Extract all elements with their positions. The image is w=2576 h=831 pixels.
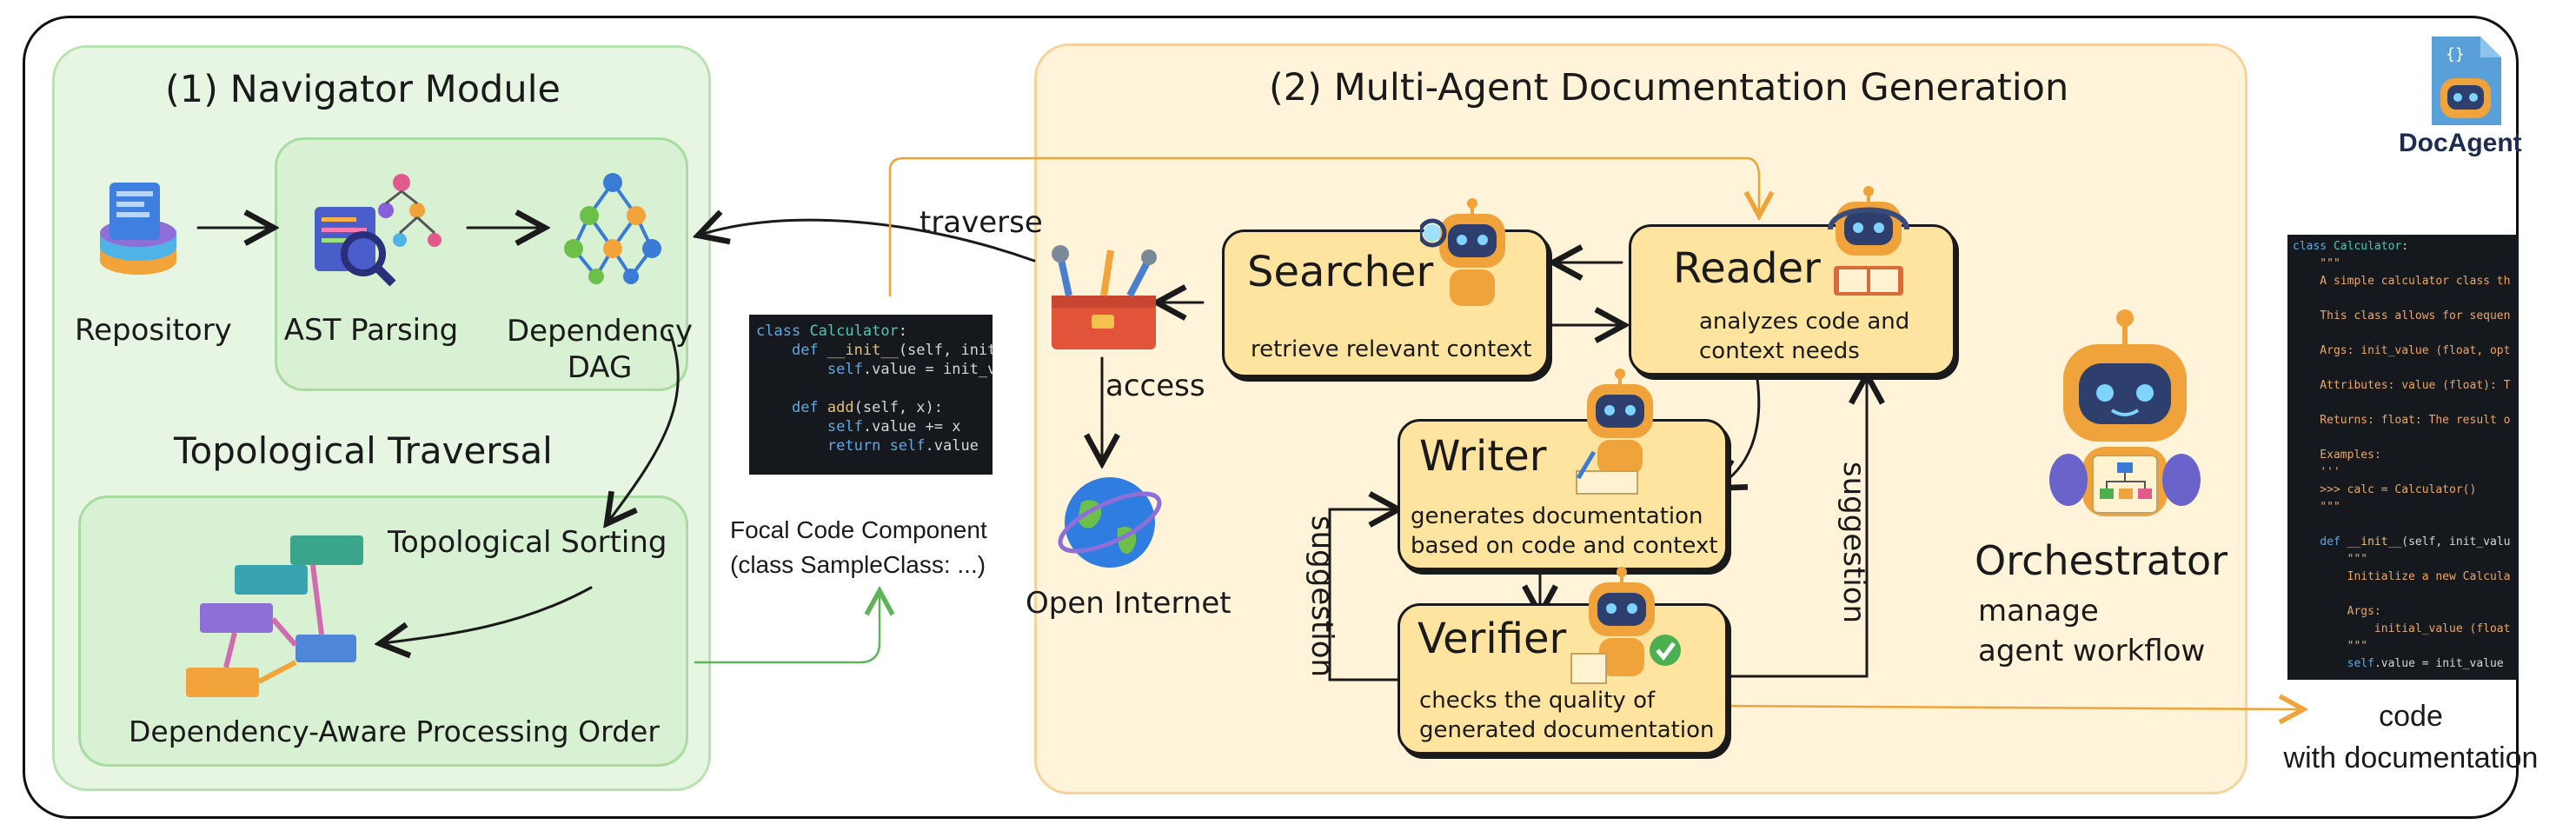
focal-code-line: def __init__(self, init <box>791 342 993 359</box>
output-code-line <box>2293 586 2519 603</box>
repository-label: Repository <box>75 313 232 348</box>
focal-code-block: class Calculator: def __init__(self, ini… <box>749 315 993 475</box>
dependency-dag-label: Dependency DAG <box>504 313 695 386</box>
output-code-line <box>2293 290 2519 308</box>
output-code-line: """ <box>2293 501 2340 514</box>
output-label-line1: code <box>2379 700 2443 733</box>
output-code-line: Attributes: value (float): T <box>2293 379 2511 392</box>
open-internet-label: Open Internet <box>1026 586 1232 621</box>
output-code-line: >>> calc = Calculator() <box>2293 483 2477 496</box>
docagent-robot-icon: {} <box>2427 33 2505 129</box>
repository-icon <box>97 177 179 282</box>
traverse-label: traverse <box>920 205 1043 240</box>
arrow-orange-top <box>888 156 1759 297</box>
verifier-desc: checks the quality of generated document… <box>1419 686 1714 745</box>
focal-label: Focal Code Component (class SampleClass:… <box>730 513 1026 582</box>
dependency-dag-icon <box>561 170 664 285</box>
focal-code-line: class Calculator: <box>756 322 908 340</box>
writer-box: Writer generates documentation based on … <box>1398 419 1728 570</box>
output-code-line: class Calculator: <box>2293 240 2409 253</box>
verifier-name: Verifier <box>1417 615 1567 663</box>
arrow-verifier-writer <box>1328 509 1399 681</box>
ast-parsing-label: AST Parsing <box>283 313 459 348</box>
output-code-line: Args: init_value (float, opt <box>2293 344 2511 357</box>
focal-code-line <box>756 379 993 398</box>
searcher-name: Searcher <box>1247 248 1434 296</box>
output-code-block: class Calculator: """ A simple calculato… <box>2287 235 2519 680</box>
output-code-line: Args: <box>2293 605 2381 618</box>
searcher-robot-icon <box>1417 198 1524 311</box>
arrow-sort-order <box>382 586 593 643</box>
verifier-box: Verifier checks the quality of generated… <box>1398 603 1728 755</box>
output-code-line: self.value = init_value <box>2347 657 2504 670</box>
multi-agent-title: (2) Multi-Agent Documentation Generation <box>1269 66 2069 110</box>
orchestrator-name: Orchestrator <box>1975 537 2228 584</box>
output-code-line <box>2293 516 2519 534</box>
writer-desc-line1: generates documentation <box>1411 503 1703 529</box>
arrow-verifier-reader <box>1716 377 1867 678</box>
focal-label-line1: Focal Code Component <box>730 516 987 543</box>
reader-box: Reader analyzes code and context needs <box>1629 224 1955 376</box>
output-code-line: initial_value (float <box>2293 622 2511 635</box>
ast-parsing-icon <box>313 172 443 287</box>
orchestrator-desc-line2: agent workflow <box>1978 634 2206 668</box>
focal-label-line2: (class SampleClass: ...) <box>730 551 986 578</box>
focal-code-line: self.value += x <box>827 418 961 435</box>
svg-text:{}: {} <box>2446 45 2465 63</box>
output-code-line <box>2293 325 2519 342</box>
reader-name: Reader <box>1673 244 1821 293</box>
suggestion-left-label: suggestion <box>1305 515 1340 678</box>
orchestrator-desc-line1: manage <box>1978 594 2099 628</box>
topo-sorting-label: Topological Sorting <box>388 525 667 560</box>
reader-desc: analyzes code and context needs <box>1699 307 1909 366</box>
topo-traversal-title: Topological Traversal <box>174 429 553 472</box>
output-code-line: Initialize a new Calcula <box>2293 570 2511 583</box>
output-code-line: """ <box>2293 640 2368 653</box>
output-code-line: A simple calculator class th <box>2293 275 2511 288</box>
verifier-desc-line2: generated documentation <box>1419 717 1715 743</box>
processing-order-label: Dependency-Aware Processing Order <box>129 715 660 748</box>
output-code-line: ''' <box>2293 466 2340 479</box>
output-code-line: def __init__(self, init_valu <box>2320 535 2511 548</box>
reader-robot-icon <box>1816 186 1921 302</box>
output-code-line: """ <box>2293 553 2368 566</box>
focal-code-line: self.value = init_v <box>827 361 993 378</box>
output-code-line: Returns: float: The result o <box>2293 414 2511 427</box>
suggestion-right-label: suggestion <box>1836 461 1872 624</box>
output-code-line <box>2293 429 2519 447</box>
arrow-to-output <box>1716 706 2301 709</box>
writer-desc-line2: based on code and context <box>1411 533 1718 559</box>
orchestrator-robot-icon <box>2042 309 2208 525</box>
output-code-line: Examples: <box>2293 449 2381 462</box>
access-label: access <box>1105 369 1205 403</box>
writer-robot-icon <box>1568 369 1672 499</box>
searcher-desc: retrieve relevant context <box>1251 336 1532 362</box>
output-code-line: """ <box>2293 257 2340 270</box>
reader-desc-line2: context needs <box>1699 338 1860 364</box>
docagent-logo-text: DocAgent <box>2399 129 2522 157</box>
dependency-dag-label-line2: DAG <box>567 350 633 385</box>
reader-desc-line1: analyzes code and <box>1699 309 1910 335</box>
processing-order-icon <box>183 532 374 709</box>
focal-code-line: def add(self, x): <box>791 399 943 416</box>
output-code-line <box>2293 360 2519 377</box>
arrow-dag-sort <box>608 329 680 522</box>
output-label: code with documentation <box>2263 695 2559 779</box>
focal-code-line: return self.value <box>827 437 979 455</box>
verifier-robot-icon <box>1570 567 1686 687</box>
output-label-line2: with documentation <box>2283 741 2539 774</box>
output-code-line <box>2293 395 2519 412</box>
orchestrator-desc: manage agent workflow <box>1978 591 2205 671</box>
navigator-title: (1) Navigator Module <box>165 68 561 111</box>
output-code-line: This class allows for sequen <box>2293 309 2511 322</box>
toolbox-icon <box>1043 243 1161 355</box>
arrow-to-focal <box>694 593 880 664</box>
arrow-traverse <box>700 220 1036 263</box>
verifier-desc-line1: checks the quality of <box>1419 688 1656 714</box>
writer-name: Writer <box>1419 432 1547 481</box>
dependency-dag-label-line1: Dependency <box>506 314 693 349</box>
globe-icon <box>1055 468 1165 577</box>
writer-desc: generates documentation based on code an… <box>1411 502 1718 561</box>
